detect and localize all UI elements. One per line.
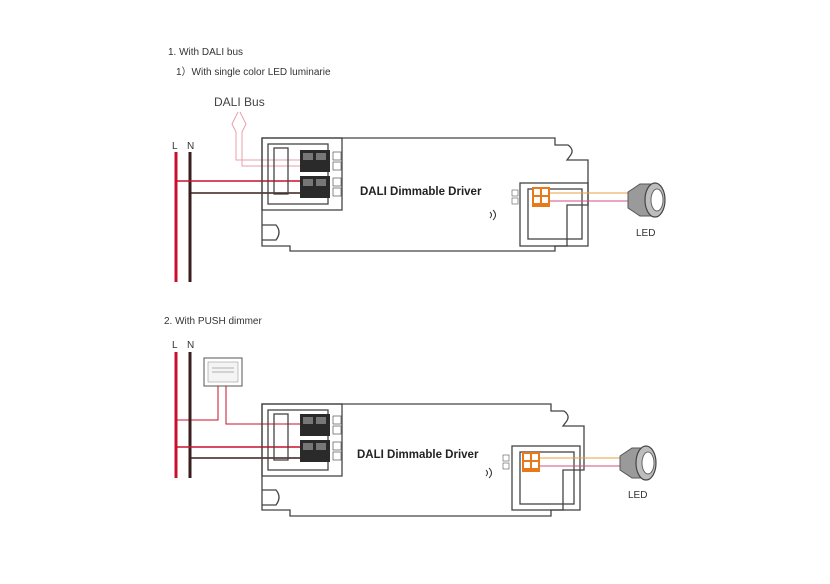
section1-subtitle: 1）With single color LED luminarie [176,67,331,78]
driver-housing-1 [261,137,589,252]
led-label-2: LED [628,490,648,501]
input-terminals-2 [300,414,342,462]
dali-bus-wires [231,111,330,167]
push-dimmer-switch [203,357,243,387]
led-label-1: LED [636,228,656,239]
driver-title-2: DALI Dimmable Driver [357,449,479,461]
led-lamp-icon-2 [619,445,657,481]
section2-title: 2. With PUSH dimmer [164,316,262,327]
driver-title-1: DALI Dimmable Driver [360,186,482,198]
input-terminals-1 [300,150,342,198]
output-terminal-2 [502,452,540,472]
antenna-icon-1 [489,209,496,221]
section1-title: 1. With DALI bus [168,47,244,58]
led-lamp-icon-1 [627,182,666,218]
line-label-2: L [172,340,178,351]
driver-housing-2 [261,403,585,517]
output-terminal-1 [511,187,550,207]
neutral-label-2: N [187,340,195,351]
dali-bus-label: DALI Bus [214,95,265,109]
line-label-1: L [172,141,178,152]
antenna-icon-2 [485,467,492,479]
neutral-label-1: N [187,141,195,152]
